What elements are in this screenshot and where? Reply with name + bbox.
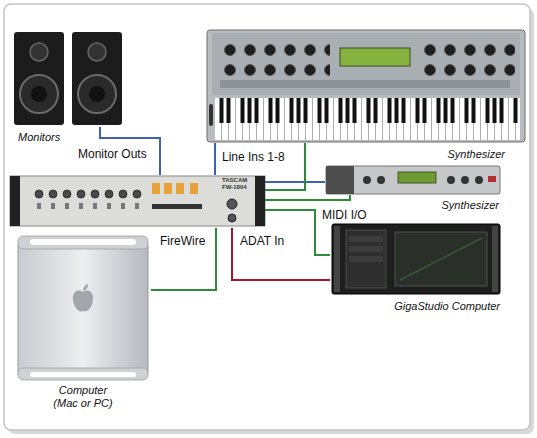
rack-synthesizer: Synthesizer [325, 165, 501, 195]
frame [4, 4, 530, 430]
audio-interface: TASCAM FW-1804 [10, 175, 265, 228]
woofer-cap [31, 86, 47, 102]
button [176, 183, 184, 194]
cable-label: Monitor Outs [76, 147, 149, 161]
cable [265, 195, 350, 200]
cable-label: Line Ins 1-8 [220, 150, 287, 164]
knob-bank [360, 170, 388, 190]
interface-body [10, 176, 265, 226]
preamp-knobs [32, 186, 144, 216]
cable-label-holder: MIDI I/O [320, 208, 369, 222]
cable [214, 143, 216, 175]
cable [151, 228, 216, 290]
drive-bay [349, 246, 383, 252]
cable [265, 181, 325, 183]
button [190, 183, 198, 194]
rack-case [332, 224, 500, 294]
monitor-speakers: Monitors [12, 30, 124, 127]
speaker-cabinet [14, 32, 64, 125]
rack-handle [492, 226, 498, 292]
button [164, 183, 172, 194]
volume-knob [227, 199, 237, 209]
drive-bay [349, 236, 383, 242]
tower-case [18, 240, 148, 378]
computer-tower: Computer (Mac or PC) [15, 234, 151, 380]
button [152, 183, 160, 194]
drive-bays [346, 230, 386, 288]
white-keys [215, 98, 520, 140]
device-label: Synthesizer [442, 199, 499, 212]
device-label: Computer (Mac or PC) [47, 384, 119, 410]
tower-handle [18, 236, 148, 249]
synth-body [207, 30, 525, 142]
brand-text: TASCAM FW-1804 [222, 177, 252, 191]
device-label: GigaStudio Computer [394, 300, 500, 313]
woofer [78, 75, 116, 113]
lcd-screen [340, 48, 410, 66]
cable [232, 228, 330, 280]
device-label: Synthesizer [448, 148, 505, 161]
tweeter [88, 43, 106, 61]
knob-bank [420, 36, 515, 76]
meter-strip [152, 204, 202, 209]
device-label: Monitors [18, 131, 60, 144]
woofer [20, 75, 58, 113]
woofer-cap [89, 86, 105, 102]
knob-bank [220, 36, 330, 76]
rack-ear [10, 176, 20, 226]
apple-leaf [83, 284, 88, 291]
pitch-wheel [209, 104, 213, 126]
cable-label: FireWire [158, 234, 207, 248]
rack-handle [334, 226, 340, 292]
keyboard-synthesizer: Synthesizer [205, 28, 527, 143]
cable-label-holder: FireWire [158, 234, 207, 248]
rack-synth-side [326, 166, 354, 194]
cable-label: MIDI I/O [320, 208, 369, 222]
cable-label-holder: Line Ins 1-8 [220, 150, 287, 164]
cable-label-holder: Monitor Outs [76, 147, 149, 161]
speaker-cabinet [72, 32, 122, 125]
black-keys [215, 98, 520, 123]
window-glint [400, 238, 482, 280]
rack-ear [255, 176, 265, 226]
button-strip [220, 80, 510, 88]
knob-bank [442, 170, 484, 190]
volume-knob [228, 214, 236, 222]
gigastudio-computer: GigaStudio Computer [330, 222, 502, 296]
logo [488, 176, 496, 182]
cable-label-holder: ADAT In [238, 234, 286, 248]
apple-logo [73, 291, 93, 312]
cable-label: ADAT In [238, 234, 286, 248]
drive-bay [349, 256, 383, 262]
synth-panel [212, 33, 520, 95]
front-window [395, 232, 487, 286]
lcd-screen [398, 172, 436, 183]
foot-cutout [30, 372, 136, 377]
rack-synth-body [326, 166, 500, 194]
tower-foot [18, 368, 148, 380]
tweeter [30, 43, 48, 61]
handle-cutout [30, 239, 136, 245]
